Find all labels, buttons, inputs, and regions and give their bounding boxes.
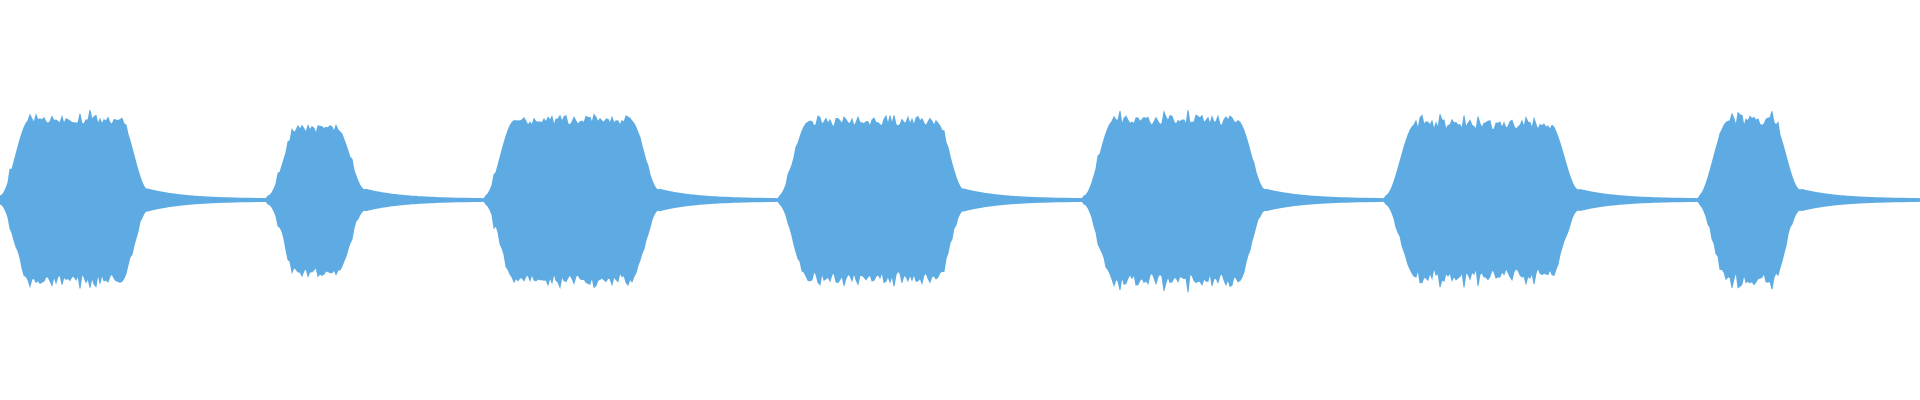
waveform-envelope bbox=[0, 109, 1920, 293]
